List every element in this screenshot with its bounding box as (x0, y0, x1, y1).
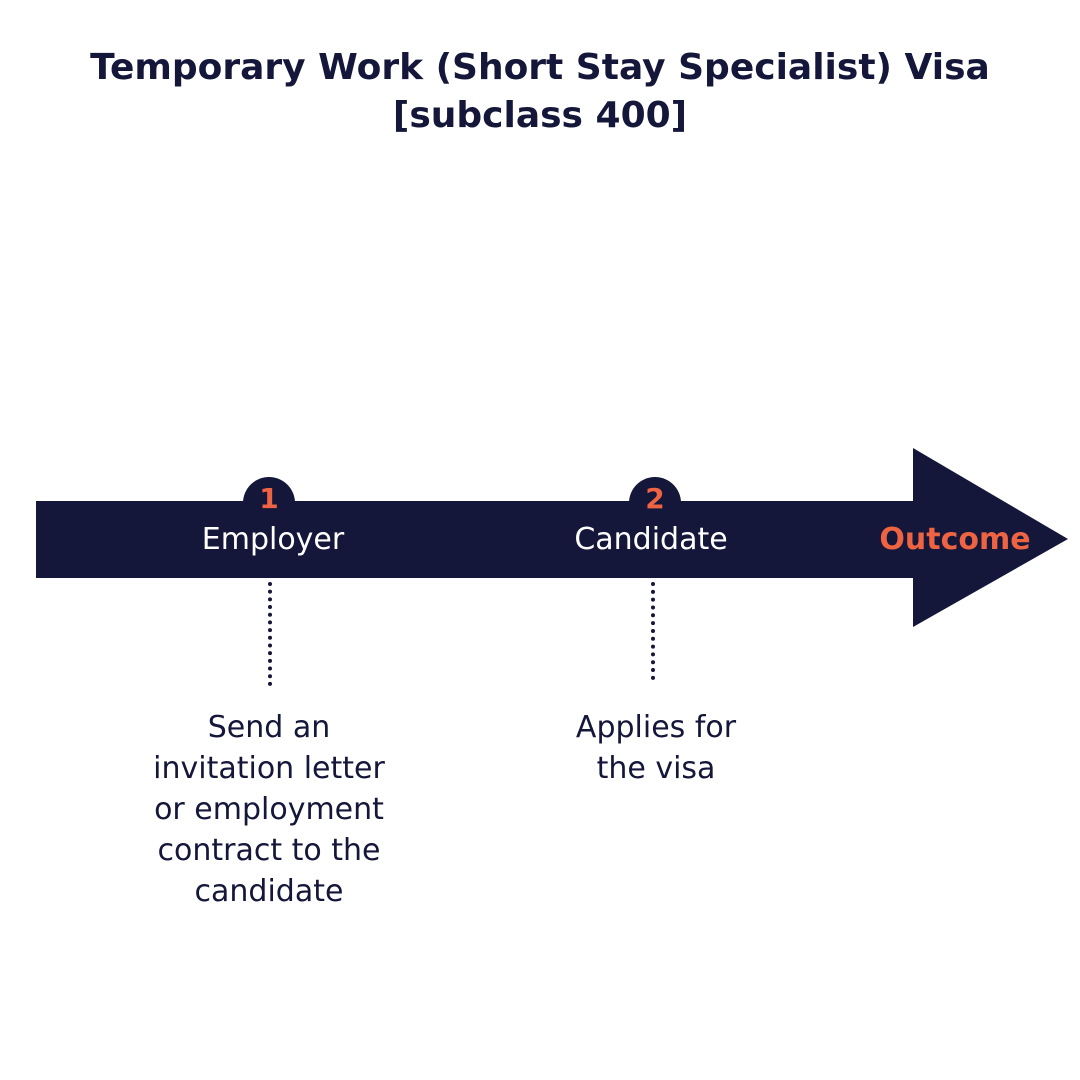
step-1-description-line: candidate (194, 874, 344, 909)
step-2-description-line: Applies for (575, 710, 737, 745)
outcome-label: Outcome (879, 522, 1031, 557)
step-2-description-line: the visa (596, 751, 716, 786)
step-1-description-line: contract to the (157, 833, 381, 868)
step-1-description: Send an invitation letter or employment … (129, 707, 409, 912)
diagram-title: Temporary Work (Short Stay Specialist) V… (40, 44, 1040, 140)
step-1-label: Employer (201, 522, 345, 557)
step-1-description-line: Send an (207, 710, 331, 745)
step-1-connector (268, 582, 272, 686)
step-2-badge: 2 (629, 477, 681, 529)
step-1-badge: 1 (243, 477, 295, 529)
title-line-1: Temporary Work (Short Stay Specialist) V… (90, 47, 990, 88)
step-2-description: Applies for the visa (516, 707, 796, 789)
step-2-connector (651, 582, 655, 680)
timeline-arrow-shape (36, 448, 1068, 627)
step-1-description-line: invitation letter (153, 751, 385, 786)
step-2-label: Candidate (574, 522, 728, 557)
title-line-2: [subclass 400] (392, 95, 688, 136)
step-1-description-line: or employment (154, 792, 384, 827)
